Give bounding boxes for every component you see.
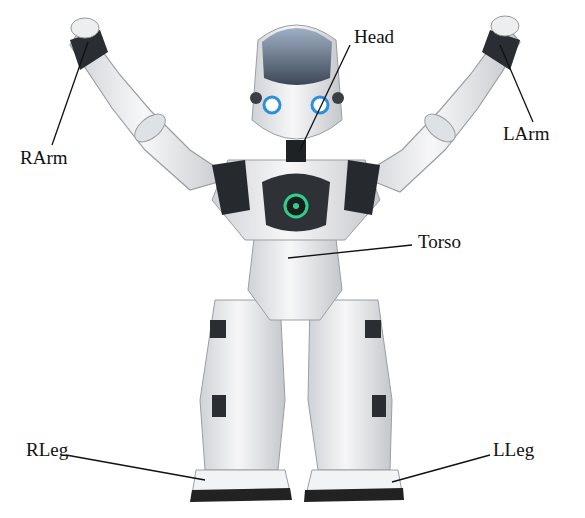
leader-line (500, 45, 533, 122)
joint-dark (212, 395, 226, 417)
joint-dark (365, 320, 381, 338)
shoulder-dark (212, 160, 250, 215)
eye (312, 97, 328, 113)
part-label: RArm (20, 148, 68, 167)
ear (332, 92, 344, 104)
shoulder-dark (344, 160, 380, 215)
button-light (293, 203, 299, 209)
leader-line (66, 455, 205, 480)
leader-line (52, 42, 88, 145)
sole (190, 488, 292, 502)
torso (212, 160, 380, 320)
chest-button (285, 195, 307, 217)
elbow (130, 109, 170, 147)
part-label: Torso (418, 232, 461, 251)
left-leg-shell (308, 300, 392, 470)
chest-plate (262, 174, 330, 232)
right-leg-shell (200, 300, 285, 470)
legs (190, 300, 404, 502)
ear (250, 92, 262, 104)
hand (71, 18, 99, 38)
part-label: LArm (503, 124, 549, 143)
arm-shell (70, 30, 232, 190)
chest-shell (212, 160, 380, 240)
leader-line (300, 45, 350, 150)
joint-dark (210, 320, 226, 338)
arm-shell (360, 28, 520, 192)
sole (304, 488, 404, 502)
part-label: Head (354, 27, 394, 46)
head-visor (262, 28, 332, 85)
joint-dark (372, 395, 386, 417)
part-label: RLeg (26, 440, 68, 459)
leader-line (288, 245, 412, 258)
part-label: LLeg (493, 440, 534, 459)
head-shell (252, 25, 342, 139)
head (250, 25, 344, 162)
hand (491, 16, 519, 36)
torso-shell (248, 230, 342, 320)
leader-line (392, 455, 490, 482)
elbow (420, 109, 460, 147)
leader-lines (52, 42, 533, 482)
eye (264, 97, 280, 113)
right-arm (70, 18, 232, 190)
